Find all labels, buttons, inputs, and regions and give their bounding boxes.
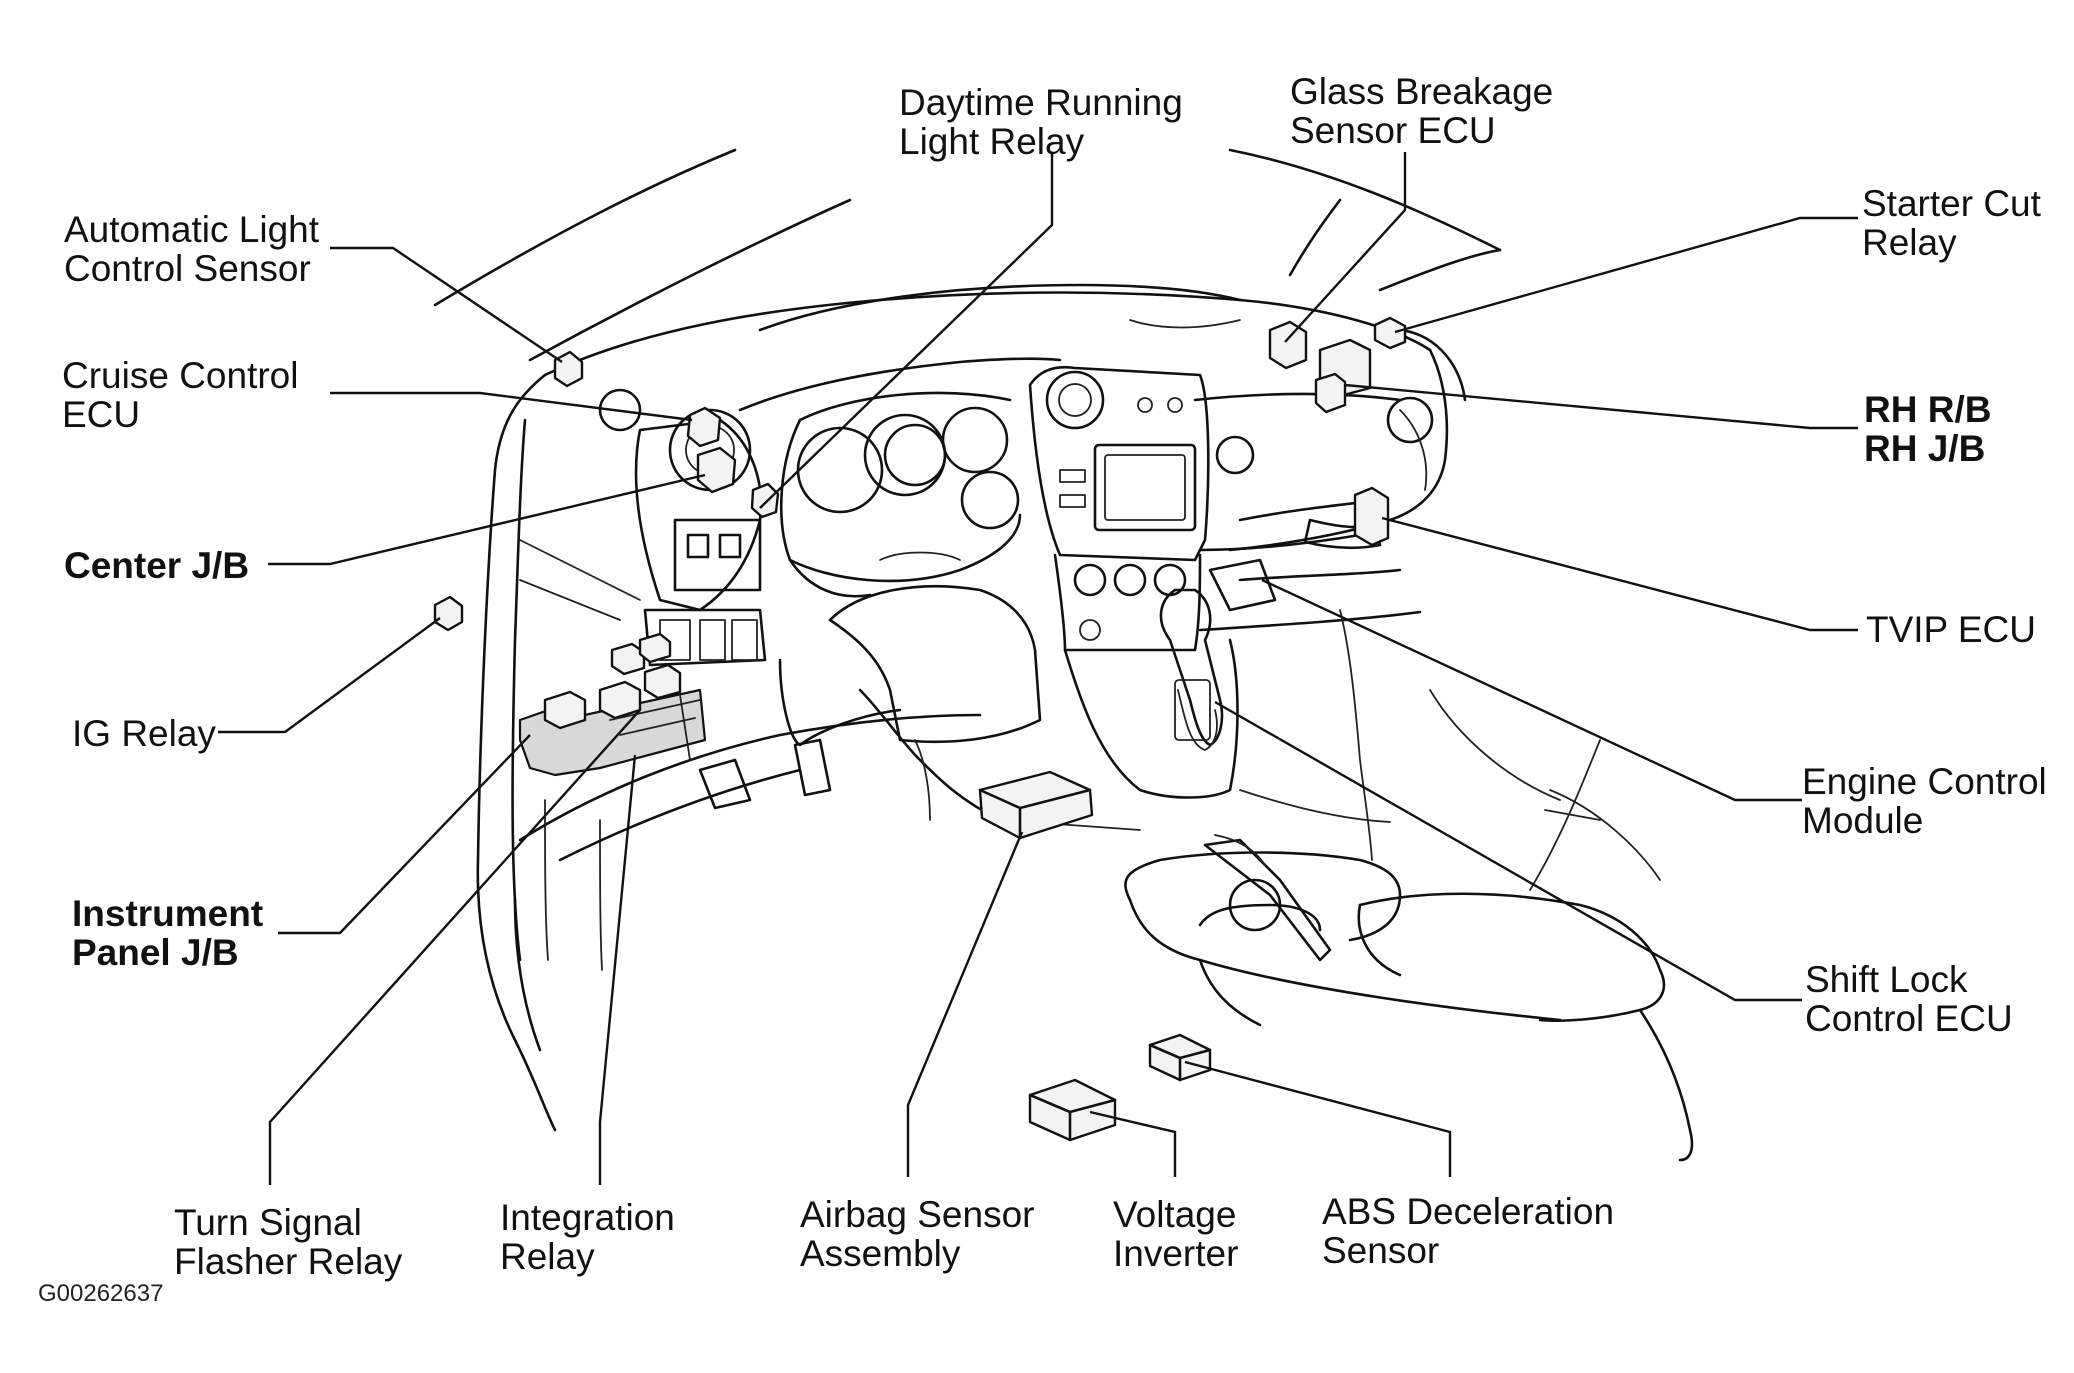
left-vent-panel — [598, 388, 767, 667]
label-line: Flasher Relay — [174, 1241, 403, 1282]
leader-turn-signal-flasher-relay — [268, 709, 641, 1185]
label-line: ECU — [62, 394, 141, 435]
leader-integration-relay — [598, 754, 637, 1185]
label-line: Panel J/B — [72, 932, 239, 973]
leader-airbag-sensor-assembly — [906, 831, 1024, 1177]
label-abs-deceleration-sensor: ABS Deceleration Sensor — [1322, 1192, 1614, 1270]
label-line: Automatic Light — [64, 209, 320, 250]
leader-instrument-panel-jb — [278, 734, 531, 935]
label-line: Starter Cut — [1862, 183, 2041, 224]
label-line: Module — [1802, 800, 1924, 841]
label-line: RH R/B — [1864, 389, 1992, 430]
label-engine-control-module: Engine Control Module — [1802, 762, 2047, 840]
figure-code: G00262637 — [38, 1280, 164, 1307]
label-line: Assembly — [800, 1233, 961, 1274]
label-line: TVIP ECU — [1866, 609, 2036, 650]
leader-tvip-ecu — [1381, 516, 1858, 632]
leader-voltage-inverter — [1089, 1110, 1177, 1177]
leader-glass-breakage-sensor-ecu — [1284, 152, 1407, 343]
label-line: ABS Deceleration — [1322, 1191, 1615, 1232]
leader-daytime-running-light-relay — [759, 152, 1054, 509]
leader-ig-relay — [218, 617, 441, 734]
label-line: Light Relay — [899, 121, 1085, 162]
label-line: Voltage — [1113, 1194, 1237, 1235]
label-line: Instrument — [72, 893, 264, 934]
label-line: Control Sensor — [64, 248, 311, 289]
center-stack — [1028, 365, 1277, 799]
label-line: Sensor ECU — [1290, 110, 1496, 151]
label-line: Control ECU — [1805, 998, 2013, 1039]
label-line: Inverter — [1113, 1233, 1239, 1274]
label-cruise-control-ecu: Cruise Control ECU — [62, 356, 298, 434]
label-line: Integration — [500, 1197, 675, 1238]
center-console — [1124, 689, 1694, 1162]
leader-abs-deceleration-sensor — [1184, 1060, 1452, 1177]
label-line: Daytime Running — [899, 82, 1183, 123]
leader-automatic-light-control-sensor — [330, 246, 563, 363]
label-turn-signal-flasher-relay: Turn Signal Flasher Relay — [174, 1203, 402, 1281]
leader-center-jb — [268, 473, 706, 566]
label-airbag-sensor-assembly: Airbag Sensor Assembly — [800, 1195, 1034, 1273]
label-daytime-running-light-relay: Daytime Running Light Relay — [899, 83, 1183, 161]
label-shift-lock-control-ecu: Shift Lock Control ECU — [1805, 960, 2013, 1038]
leader-cruise-control-ecu — [330, 391, 693, 422]
instrument-cluster — [779, 391, 1042, 744]
label-rh-rb-rh-jb: RH R/B RH J/B — [1864, 390, 1991, 468]
label-line: Cruise Control — [62, 355, 299, 396]
leader-shift-lock-control-ecu — [1214, 700, 1802, 1002]
leader-engine-control-module — [1261, 578, 1802, 802]
label-line: IG Relay — [72, 713, 216, 754]
leader-rh-rb-rh-jb — [1344, 383, 1858, 430]
label-line: Glass Breakage — [1290, 71, 1554, 112]
leader-starter-cut-relay — [1394, 216, 1858, 334]
label-line: Relay — [500, 1236, 595, 1277]
label-line: Shift Lock — [1805, 959, 1968, 1000]
label-line: Center J/B — [64, 545, 250, 586]
a-pillar-door — [476, 373, 641, 1132]
label-line: Relay — [1862, 222, 1957, 263]
label-voltage-inverter: Voltage Inverter — [1113, 1195, 1238, 1273]
label-glass-breakage-sensor-ecu: Glass Breakage Sensor ECU — [1290, 72, 1553, 150]
label-line: Sensor — [1322, 1230, 1440, 1271]
label-line: RH J/B — [1864, 428, 1986, 469]
label-line: Engine Control — [1802, 761, 2047, 802]
windshield-outline — [433, 148, 1502, 362]
label-instrument-panel-jb: Instrument Panel J/B — [72, 894, 263, 972]
lower-dashboard — [518, 658, 1391, 862]
dashboard-top — [543, 283, 1432, 412]
component-parts — [433, 316, 1407, 1142]
label-starter-cut-relay: Starter Cut Relay — [1862, 184, 2041, 262]
label-integration-relay: Integration Relay — [500, 1198, 675, 1276]
label-line: Airbag Sensor — [800, 1194, 1035, 1235]
label-line: Turn Signal — [174, 1202, 362, 1243]
leader-lines — [218, 152, 1858, 1185]
label-ig-relay: IG Relay — [72, 714, 216, 753]
label-center-jb: Center J/B — [64, 546, 249, 585]
label-tvip-ecu: TVIP ECU — [1866, 610, 2036, 649]
label-automatic-light-control-sensor: Automatic Light Control Sensor — [64, 210, 319, 288]
